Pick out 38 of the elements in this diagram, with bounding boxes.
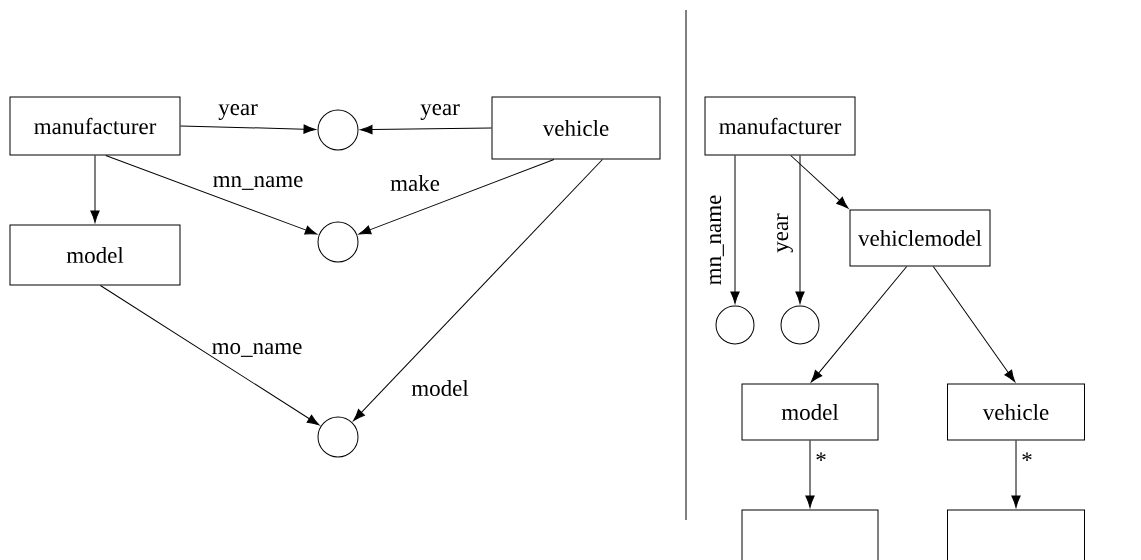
empty-box — [741, 509, 879, 560]
arrow — [353, 159, 603, 422]
arrow — [932, 266, 1016, 383]
arrow — [795, 155, 805, 304]
arrow — [805, 440, 815, 508]
entity-box: manufacturer — [704, 96, 856, 156]
entity-box: model — [9, 224, 181, 286]
entity-box: model — [741, 383, 879, 441]
edge-label: make — [390, 174, 440, 192]
arrow — [105, 155, 318, 235]
edge-label: mn_name — [213, 176, 303, 190]
edge-label: year — [777, 213, 793, 253]
value-circle — [780, 305, 820, 345]
edge-label: * — [1022, 452, 1032, 461]
arrow — [99, 285, 320, 426]
entity-box: manufacturer — [9, 96, 181, 156]
edge-label: mo_name — [212, 343, 302, 357]
entity-box: vehicle — [491, 96, 661, 160]
entity-box: vehiclemodel — [849, 209, 991, 267]
edge-label: year — [420, 104, 460, 120]
empty-box — [947, 509, 1085, 560]
edge-label: year — [218, 104, 258, 120]
arrow — [90, 155, 100, 223]
value-circle — [317, 109, 359, 151]
arrow — [1011, 440, 1021, 508]
value-circle — [317, 221, 359, 263]
entity-box: vehicle — [947, 383, 1085, 441]
edge-label: mn_name — [710, 195, 724, 285]
value-circle — [317, 416, 359, 458]
value-circle — [715, 305, 755, 345]
arrow — [810, 266, 908, 383]
arrow — [790, 155, 849, 209]
arrow — [358, 159, 555, 235]
arrow — [730, 155, 740, 304]
arrow — [360, 124, 492, 135]
arrow — [180, 124, 316, 134]
edge-label: model — [411, 379, 469, 397]
edge-label: * — [816, 452, 826, 461]
